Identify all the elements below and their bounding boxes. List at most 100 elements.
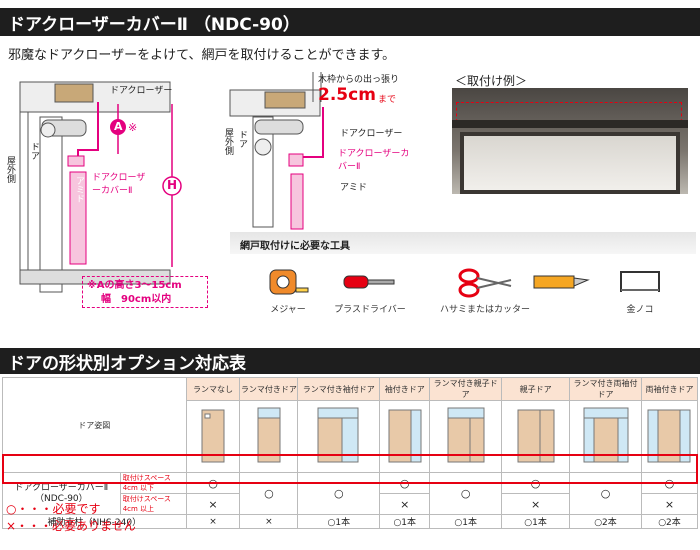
- cell-value: ○: [379, 472, 431, 494]
- door-figure: [239, 400, 299, 473]
- cutter-knife-icon: [533, 275, 590, 289]
- cell-value: ○: [429, 472, 503, 515]
- label-door-closer-left: ドアクローザー: [110, 86, 173, 96]
- door-figure: [379, 400, 431, 473]
- door-transom-side-icon: [317, 407, 359, 463]
- label-door-left: ドア: [29, 142, 39, 160]
- door-figure-label: ドア姿図: [2, 377, 187, 473]
- door-plain-icon: [201, 409, 225, 463]
- product-name: ドアクローザーカバーⅡ: [14, 482, 109, 493]
- table-row: 補助支柱（NHS-240） × × ○1本 ○1本 ○1本 ○1本 ○2本 ○2…: [2, 514, 699, 529]
- label-a-note: ※: [128, 121, 138, 134]
- section-title: ドアの形状別オプション対応表: [0, 348, 700, 374]
- col-header: ランマ付き袖付ドア: [297, 377, 381, 401]
- door-transom-both-sides-icon: [583, 407, 628, 463]
- door-figure: [429, 400, 503, 473]
- tool-hacksaw: 金ノコ: [600, 266, 680, 315]
- legend-needed: ○・・・必要です: [6, 502, 101, 516]
- installation-photo: [452, 88, 688, 194]
- door-figure: [185, 400, 241, 473]
- table-header-row: ドア姿図 ランマなし ランマ付きドア ランマ付き袖付ドア 袖付きドア ランマ付き…: [2, 377, 699, 473]
- scissors-icon: [458, 268, 512, 298]
- cell-value: ○2本: [640, 514, 699, 529]
- label-amido-left: アミド: [74, 176, 84, 203]
- cell-value: ○: [640, 472, 699, 494]
- col-header: 袖付きドア: [379, 377, 431, 401]
- tools-heading: 網戸取付けに必要な工具: [230, 232, 696, 254]
- support-label: 補助支柱（NHS-240）: [2, 514, 187, 529]
- cell-value: ○1本: [379, 514, 431, 529]
- cell-value: ○1本: [501, 514, 571, 529]
- door-double-icon: [517, 409, 555, 463]
- note-width: 幅 90cm以内: [101, 293, 172, 305]
- door-figure: [297, 400, 381, 473]
- label-amido-right: アミド: [340, 183, 367, 193]
- label-a: A: [114, 120, 123, 133]
- screwdriver-icon: [343, 275, 395, 289]
- door-cross-section-right: [229, 72, 324, 230]
- tool-label: ハサミまたはカッター: [439, 305, 530, 315]
- subtitle: 邪魔なドアクローザーをよけて、網戸を取付けることができます。: [8, 48, 396, 63]
- cell-value: ×: [239, 514, 299, 529]
- col-header: ランマ付き両袖付ドア: [569, 377, 642, 401]
- tool-screwdriver: プラスドライバー: [330, 266, 410, 315]
- dimension-note: ※Aの高さ3～15cm 幅 90cm以内: [82, 276, 208, 308]
- cell-value: ○: [501, 472, 571, 494]
- space-under-label: 取付けスペース4cm 以下: [119, 472, 187, 494]
- label-door-right: ドア: [237, 130, 247, 148]
- cell-value: ○1本: [429, 514, 503, 529]
- col-header: 両袖付きドア: [640, 377, 699, 401]
- cell-value: ×: [501, 493, 571, 515]
- cell-value: ×: [379, 493, 431, 515]
- page-title: ドアクローザーカバーⅡ （NDC-90）: [0, 8, 700, 36]
- label-cover-right: ドアクローザーカバーⅡ: [338, 149, 410, 172]
- tool-label: プラスドライバー: [334, 305, 406, 315]
- cell-value: ○1本: [297, 514, 381, 529]
- legend-not-needed: ×・・・必要ありません: [6, 519, 136, 533]
- door-side-icon: [388, 409, 422, 463]
- col-header: 親子ドア: [501, 377, 571, 401]
- photo-label: ＜取付け例＞: [455, 74, 528, 88]
- door-cross-section-left: [19, 81, 182, 293]
- photo-highlight: [456, 102, 682, 122]
- cell-value: ○: [569, 472, 642, 515]
- col-header: ランマ付きドア: [239, 377, 299, 401]
- label-h: H: [167, 178, 178, 192]
- label-protrusion: 木枠からの出っ張り: [318, 75, 400, 85]
- cell-value: ×: [185, 514, 241, 529]
- space-over-label: 取付けスペース4cm 以上: [119, 493, 187, 515]
- col-header: ランマ付き親子ドア: [429, 377, 503, 401]
- label-outdoor-left: 屋外側: [5, 156, 15, 183]
- label-outdoor-right: 屋外側: [223, 128, 233, 155]
- door-transom-icon: [257, 407, 281, 463]
- note-height: ※Aの高さ3～15cm: [87, 280, 182, 291]
- cell-value: ×: [640, 493, 699, 515]
- product-name-cell: ドアクローザーカバーⅡ（NDC-90）: [2, 472, 121, 515]
- tool-scissors: ハサミまたはカッター: [430, 266, 540, 315]
- photo-frame-bar: [452, 120, 688, 128]
- label-cover-left: ドアクローザーカバーⅡ: [92, 173, 146, 196]
- door-figure: [640, 400, 699, 473]
- tools-panel: 網戸取付けに必要な工具 メジャー プラスドライバー ハサミまたはカッター 金ノコ: [230, 232, 696, 332]
- tool-label: 金ノコ: [626, 305, 654, 315]
- tool-tape-measure: メジャー: [248, 266, 328, 315]
- cell-value: ○: [239, 472, 299, 515]
- protrusion-value: 2.5cm: [318, 85, 376, 105]
- cell-value: ○: [297, 472, 381, 515]
- cell-value: ○: [185, 472, 241, 494]
- options-table: ドア姿図 ランマなし ランマ付きドア ランマ付き袖付ドア 袖付きドア ランマ付き…: [2, 377, 699, 529]
- col-header: ランマなし: [185, 377, 241, 401]
- door-figure-row: [3, 400, 699, 473]
- hacksaw-icon: [620, 271, 660, 292]
- tool-cutter-knife: [520, 266, 600, 302]
- door-transom-double-icon: [447, 407, 485, 463]
- door-both-sides-icon: [647, 409, 691, 463]
- protrusion-suffix: まで: [378, 95, 397, 105]
- product-code: （NDC-90）: [35, 493, 88, 504]
- cell-value: ○2本: [569, 514, 642, 529]
- tape-measure-icon: [269, 269, 309, 295]
- door-figure: [501, 400, 571, 473]
- photo-screen: [460, 132, 680, 194]
- tool-label: メジャー: [270, 305, 306, 315]
- door-figure: [569, 400, 642, 473]
